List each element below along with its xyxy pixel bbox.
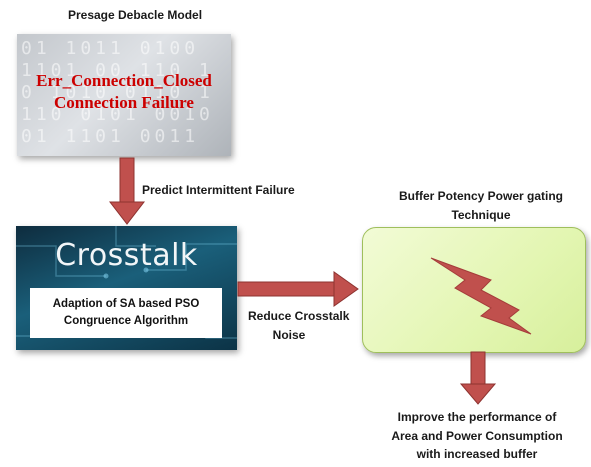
arrow-down-2 [459, 351, 497, 405]
improve-line-3: with increased buffer [416, 447, 538, 462]
reduce-crosstalk-label: Reduce Crosstalk Noise [248, 307, 350, 344]
buffer-label-line-1: Buffer Potency Power gating [398, 189, 564, 203]
error-message: Err_Connection_Closed Connection Failure [17, 70, 231, 114]
crosstalk-image-box: Crosstalk Adaption of SA based PSO Congr… [16, 226, 237, 350]
crosstalk-heading: Crosstalk [55, 238, 198, 273]
algorithm-caption-box: Adaption of SA based PSO Congruence Algo… [30, 288, 222, 338]
arrow-right [237, 271, 359, 307]
reduce-label-line-1: Reduce Crosstalk [248, 309, 350, 323]
algorithm-line-1: Adaption of SA based PSO [52, 298, 200, 310]
predict-failure-label: Predict Intermittent Failure [142, 183, 295, 197]
buffer-technique-label: Buffer Potency Power gating Technique [376, 187, 586, 224]
diagram-title: Presage Debacle Model [67, 8, 203, 22]
buffer-label-line-2: Technique [451, 207, 511, 222]
reduce-label-line-2: Noise [272, 327, 306, 342]
arrow-down-1 [108, 157, 146, 225]
lightning-bolt-icon [430, 257, 532, 335]
improvement-outcome-label: Improve the performance of Area and Powe… [372, 408, 582, 464]
improve-line-2: Area and Power Consumption [391, 428, 563, 443]
improve-line-1: Improve the performance of [397, 410, 557, 424]
algorithm-line-2: Congruence Algorithm [63, 315, 189, 327]
power-gating-box [362, 227, 586, 353]
error-code-text: Err_Connection_Closed [36, 71, 212, 90]
error-description-text: Connection Failure [54, 93, 194, 112]
